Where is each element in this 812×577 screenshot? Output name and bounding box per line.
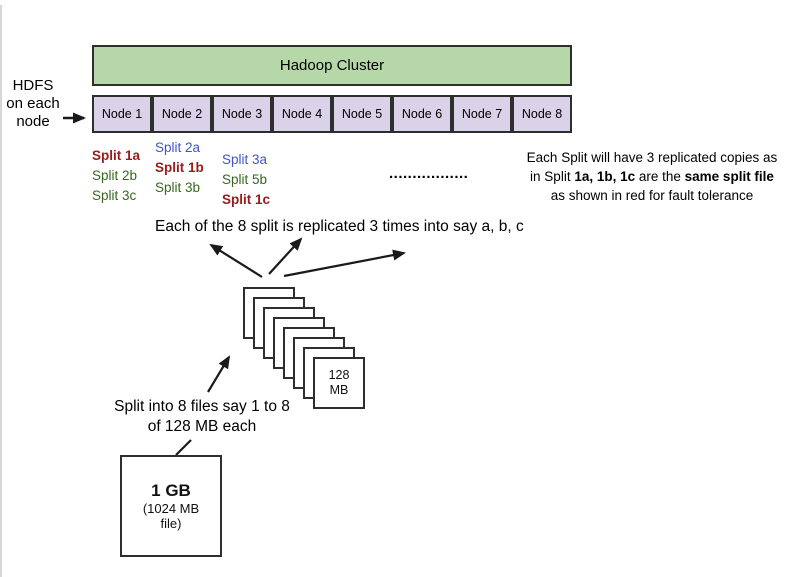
note-text: are the [635, 169, 685, 184]
source-file-box: 1 GB (1024 MB file) [120, 455, 222, 557]
node-cell-5: Node 5 [332, 95, 392, 133]
split-item: Split 5b [222, 172, 268, 187]
replicate-arrow-left [209, 243, 263, 278]
ellipsis-dots: ................. [389, 165, 469, 182]
node-cell-2: Node 2 [152, 95, 212, 133]
file-square-front: 128 MB [313, 357, 365, 409]
replication-note-line2: in Split 1a, 1b, 1c are the same split f… [494, 167, 810, 186]
replication-note-line1: Each Split will have 3 replicated copies… [526, 150, 778, 165]
file-stack: 128 MB [243, 287, 368, 412]
node-label: Node 2 [161, 107, 203, 121]
node-row: Node 1 Node 2 Node 3 Node 4 Node 5 Node … [92, 95, 572, 133]
node-label: Node 1 [101, 107, 143, 121]
note-bold-samefile: same split file [684, 169, 774, 184]
replication-note: Each Split will have 3 replicated copies… [494, 148, 810, 205]
split-caption: Split into 8 files say 1 to 8 of 128 MB … [114, 398, 290, 435]
split-list-node1: Split 1a Split 2b Split 3c [92, 146, 154, 206]
node-label: Node 8 [521, 107, 563, 121]
split-item: Split 3b [155, 180, 201, 195]
split-item: Split 1b [155, 160, 204, 175]
node-cell-6: Node 6 [392, 95, 452, 133]
split-item: Split 2b [92, 168, 138, 183]
box-to-caption-line [175, 439, 192, 456]
node-label: Node 6 [401, 107, 443, 121]
split-item: Split 1c [222, 192, 271, 207]
replicate-caption: Each of the 8 split is replicated 3 time… [155, 218, 524, 235]
hadoop-cluster-title: Hadoop Cluster [279, 57, 385, 74]
split-item: Split 3a [222, 152, 268, 167]
hadoop-cluster-box: Hadoop Cluster [92, 45, 572, 86]
node-label: Node 3 [221, 107, 263, 121]
node-cell-1: Node 1 [92, 95, 152, 133]
node-label: Node 7 [461, 107, 503, 121]
note-bold-splits: 1a, 1b, 1c [574, 169, 636, 184]
node-label: Node 5 [341, 107, 383, 121]
split-list-node2: Split 2a Split 1b Split 3b [155, 138, 217, 198]
split-item: Split 2a [155, 140, 201, 155]
source-file-subtitle: (1024 MB file) [142, 501, 200, 531]
split-item: Split 3c [92, 188, 137, 203]
source-file-size: 1 GB [151, 481, 191, 500]
node-cell-7: Node 7 [452, 95, 512, 133]
split-item: Split 1a [92, 148, 141, 163]
node-cell-3: Node 3 [212, 95, 272, 133]
split-list-node3: Split 3a Split 5b Split 1c [222, 150, 284, 210]
replicate-arrow-right [283, 249, 406, 278]
replication-note-line3: as shown in red for fault tolerance [550, 188, 754, 203]
node-label: Node 4 [281, 107, 323, 121]
replicate-arrow-middle [268, 237, 303, 275]
hdfs-label: HDFS on each node [6, 77, 60, 130]
note-text: in Split [530, 169, 575, 184]
node-cell-4: Node 4 [272, 95, 332, 133]
window-edge-line [0, 5, 2, 577]
node-cell-8: Node 8 [512, 95, 572, 133]
split-to-stack-arrow [207, 355, 231, 393]
